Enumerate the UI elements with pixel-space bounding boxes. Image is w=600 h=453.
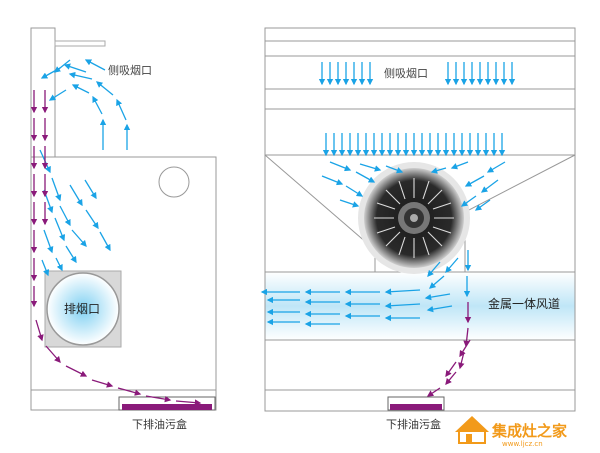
right-oil-flow <box>426 302 472 397</box>
watermark-url: www.ljcz.cn <box>502 440 543 448</box>
right-funnel-arrows <box>321 133 506 211</box>
left-top-shelf <box>54 40 106 47</box>
right-duct-arrows <box>260 250 472 328</box>
watermark: 集成灶之家 www.ljcz.cn <box>455 416 567 448</box>
left-oil-flow <box>30 90 202 406</box>
left-round-port <box>158 166 190 198</box>
right-upper-section <box>264 40 576 156</box>
right-top-cap <box>264 27 576 42</box>
right-panel: 侧吸烟口 金属一体风道 下排油污盒 <box>260 27 576 431</box>
watermark-brand: 集成灶之家 <box>491 422 567 440</box>
house-logo-icon <box>455 416 489 444</box>
left-exhaust-label: 排烟口 <box>64 302 100 316</box>
right-fan <box>358 162 470 274</box>
left-side-suction-label: 侧吸烟口 <box>108 63 152 77</box>
right-side-suction-label: 侧吸烟口 <box>384 66 428 80</box>
left-blue-airflow <box>39 59 131 277</box>
left-exhaust-circle <box>46 272 120 346</box>
right-oil-box-label: 下排油污盒 <box>386 417 441 431</box>
right-duct-label: 金属一体风道 <box>488 296 560 311</box>
right-metal-duct <box>264 271 576 341</box>
right-top-suction-arrows <box>318 62 516 86</box>
left-panel: 侧吸烟口 排烟口 下排油污盒 <box>30 27 217 431</box>
left-oil-box-label: 下排油污盒 <box>132 417 187 431</box>
